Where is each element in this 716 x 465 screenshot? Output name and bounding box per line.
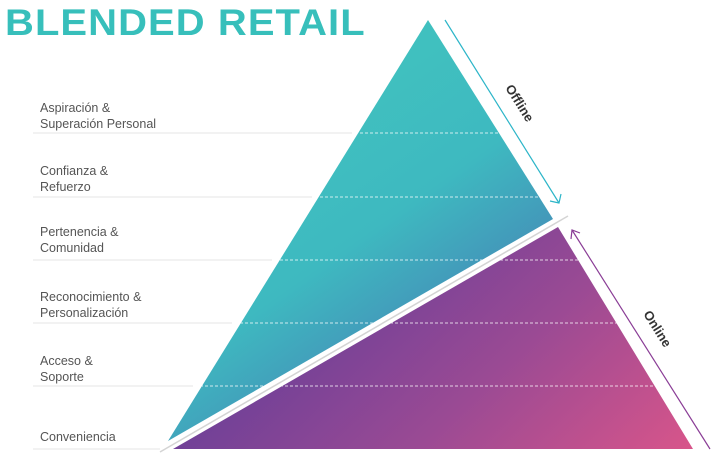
level-label-reconocimiento: Reconocimiento &Personalización bbox=[40, 290, 142, 320]
label-underlines bbox=[33, 132, 352, 450]
level-label-confianza: Confianza &Refuerzo bbox=[40, 164, 109, 194]
divider-line bbox=[159, 215, 569, 453]
online-triangle bbox=[173, 227, 693, 449]
level-label-aspiracion: Aspiración &Superación Personal bbox=[40, 101, 157, 131]
page-title: BLENDED RETAIL bbox=[5, 2, 366, 43]
offline-label: Offline bbox=[502, 82, 537, 125]
online-label: Online bbox=[640, 308, 674, 350]
level-label-acceso: Acceso &Soporte bbox=[40, 354, 93, 384]
offline-arrow-icon bbox=[444, 19, 562, 204]
level-label-pertenencia: Pertenencia &Comunidad bbox=[40, 225, 119, 255]
offline-triangle bbox=[168, 20, 553, 441]
level-label-conveniencia: Conveniencia bbox=[40, 430, 116, 444]
online-arrow-icon bbox=[570, 229, 711, 450]
